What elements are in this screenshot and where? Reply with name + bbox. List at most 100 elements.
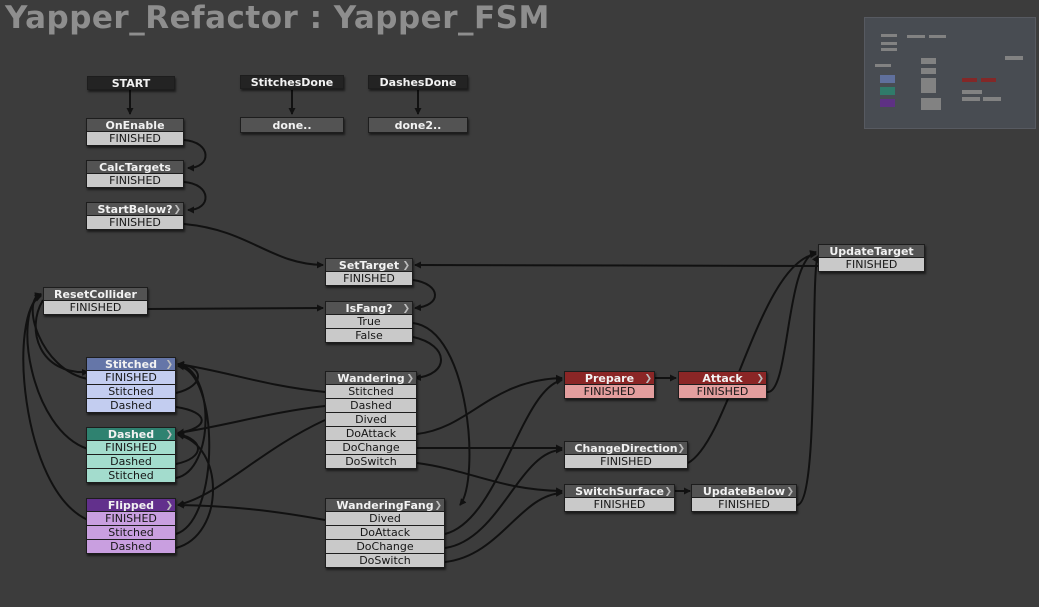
done-state[interactable]: done.. bbox=[240, 117, 344, 133]
double-chevron-right-icon: ❯ bbox=[165, 360, 173, 370]
double-chevron-right-icon: ❯ bbox=[756, 374, 764, 384]
state-startbelow[interactable]: StartBelow?❯ FINISHED bbox=[86, 202, 184, 230]
transition-event[interactable]: Stitched bbox=[86, 469, 176, 483]
transition-event[interactable]: DoChange bbox=[325, 540, 445, 554]
transition-event[interactable]: False bbox=[325, 329, 413, 343]
minimap-node bbox=[881, 34, 897, 37]
state-attack[interactable]: Attack ❯ FINISHED bbox=[678, 371, 767, 399]
state-attack-label: Attack bbox=[702, 372, 743, 385]
state-switchsurface[interactable]: SwitchSurface❯ FINISHED bbox=[564, 484, 675, 512]
transition-event[interactable]: Stitched bbox=[325, 385, 417, 399]
wire-wandering-stitched-stitched bbox=[177, 361, 326, 393]
wire-wandering-doswitch-switchsurface bbox=[416, 462, 563, 495]
double-chevron-right-icon: ❯ bbox=[664, 487, 672, 497]
state-updatetarget[interactable]: UpdateTarget FINISHED bbox=[818, 244, 925, 272]
state-calctargets[interactable]: CalcTargets FINISHED bbox=[86, 160, 184, 188]
minimap-node bbox=[880, 75, 895, 83]
state-stitched[interactable]: Stitched❯ FINISHED Stitched Dashed bbox=[86, 357, 176, 413]
state-dashed-label: Dashed bbox=[107, 428, 155, 441]
minimap-node bbox=[921, 68, 936, 74]
double-chevron-right-icon: ❯ bbox=[644, 374, 652, 384]
state-calctargets-label: CalcTargets bbox=[86, 160, 184, 174]
state-wanderingfang[interactable]: WanderingFang❯ Dived DoAttack DoChange D… bbox=[325, 498, 445, 568]
transition-event[interactable]: Dashed bbox=[86, 455, 176, 469]
graph-minimap[interactable] bbox=[864, 17, 1036, 129]
transition-event[interactable]: DoAttack bbox=[325, 427, 417, 441]
state-updatebelow-label: UpdateBelow bbox=[702, 485, 786, 498]
double-chevron-right-icon: ❯ bbox=[402, 304, 410, 314]
transition-event[interactable]: FINISHED bbox=[325, 272, 413, 286]
wire-changedirection-updatetarget bbox=[687, 251, 817, 464]
done2-state-label: done2.. bbox=[368, 117, 468, 133]
transition-event[interactable]: True bbox=[325, 315, 413, 329]
transition-event[interactable]: FINISHED bbox=[86, 216, 184, 230]
wire-wanderingfang-doattack-prepare bbox=[444, 378, 563, 535]
transition-event[interactable]: FINISHED bbox=[691, 498, 797, 512]
wire-wandering-dashed-dashed bbox=[177, 405, 326, 436]
state-flipped[interactable]: Flipped❯ FINISHED Stitched Dashed bbox=[86, 498, 176, 554]
transition-event[interactable]: DoAttack bbox=[325, 526, 445, 540]
transition-event[interactable]: Stitched bbox=[86, 526, 176, 540]
double-chevron-right-icon: ❯ bbox=[786, 487, 794, 497]
transition-event[interactable]: FINISHED bbox=[564, 498, 675, 512]
minimap-node bbox=[962, 90, 982, 94]
wire-wanderingfang-dived-flipped bbox=[177, 501, 326, 521]
wire-stitched-stitched-back bbox=[175, 360, 199, 394]
start-node[interactable]: START bbox=[87, 76, 175, 90]
transition-event[interactable]: FINISHED bbox=[86, 371, 176, 385]
transition-event[interactable]: FINISHED bbox=[86, 174, 184, 188]
state-dashed[interactable]: Dashed ❯ FINISHED Dashed Stitched bbox=[86, 427, 176, 483]
minimap-node bbox=[881, 48, 897, 51]
transition-event[interactable]: FINISHED bbox=[564, 385, 655, 399]
minimap-node bbox=[921, 78, 936, 93]
wire-attack-updatetarget bbox=[766, 250, 817, 394]
transition-event[interactable]: Dived bbox=[325, 413, 417, 427]
double-chevron-right-icon: ❯ bbox=[165, 430, 173, 440]
state-prepare[interactable]: Prepare❯ FINISHED bbox=[564, 371, 655, 399]
state-updatetarget-label: UpdateTarget bbox=[818, 244, 925, 258]
done-state-label: done.. bbox=[240, 117, 344, 133]
state-resetcollider[interactable]: ResetCollider FINISHED bbox=[43, 287, 148, 315]
transition-event[interactable]: Stitched bbox=[86, 385, 176, 399]
double-chevron-right-icon: ❯ bbox=[165, 501, 173, 511]
minimap-node bbox=[880, 87, 895, 95]
transition-event[interactable]: DoSwitch bbox=[325, 455, 417, 469]
transition-event[interactable]: Dashed bbox=[86, 399, 176, 413]
transition-event[interactable]: FINISHED bbox=[564, 455, 688, 469]
wire-wanderingfang-doswitch-switchsurface bbox=[444, 489, 563, 563]
state-isfang[interactable]: IsFang? ❯ True False bbox=[325, 301, 413, 343]
state-wandering[interactable]: Wandering❯ Stitched Dashed Dived DoAttac… bbox=[325, 371, 417, 469]
stitches-done-label: StitchesDone bbox=[240, 75, 344, 89]
done2-state[interactable]: done2.. bbox=[368, 117, 468, 133]
state-switchsurface-label: SwitchSurface bbox=[575, 485, 664, 498]
transition-event[interactable]: DoChange bbox=[325, 441, 417, 455]
state-changedirection[interactable]: ChangeDirection❯ FINISHED bbox=[564, 441, 688, 469]
state-startbelow-label: StartBelow? bbox=[97, 203, 173, 216]
transition-event[interactable]: Dashed bbox=[86, 540, 176, 554]
minimap-node bbox=[921, 58, 936, 64]
state-onenable-label: OnEnable bbox=[86, 118, 184, 132]
transition-event[interactable]: FINISHED bbox=[86, 441, 176, 455]
dashes-done-global-event[interactable]: DashesDone bbox=[368, 75, 468, 89]
transition-event[interactable]: FINISHED bbox=[86, 512, 176, 526]
transition-event[interactable]: DoSwitch bbox=[325, 554, 445, 568]
transition-event[interactable]: Dashed bbox=[325, 399, 417, 413]
state-updatebelow[interactable]: UpdateBelow❯ FINISHED bbox=[691, 484, 797, 512]
transition-event[interactable]: FINISHED bbox=[86, 132, 184, 146]
minimap-node bbox=[929, 35, 946, 38]
double-chevron-right-icon: ❯ bbox=[677, 444, 685, 454]
minimap-node bbox=[962, 97, 980, 101]
state-isfang-label: IsFang? bbox=[345, 302, 393, 315]
double-chevron-right-icon: ❯ bbox=[406, 374, 414, 384]
transition-event[interactable]: FINISHED bbox=[678, 385, 767, 399]
minimap-node bbox=[962, 78, 977, 82]
state-onenable[interactable]: OnEnable FINISHED bbox=[86, 118, 184, 146]
transition-event[interactable]: FINISHED bbox=[43, 301, 148, 315]
state-settarget[interactable]: SetTarget❯ FINISHED bbox=[325, 258, 413, 286]
transition-event[interactable]: Dived bbox=[325, 512, 445, 526]
minimap-node bbox=[981, 78, 996, 82]
minimap-node bbox=[880, 99, 895, 107]
transition-event[interactable]: FINISHED bbox=[818, 258, 925, 272]
stitches-done-global-event[interactable]: StitchesDone bbox=[240, 75, 344, 89]
